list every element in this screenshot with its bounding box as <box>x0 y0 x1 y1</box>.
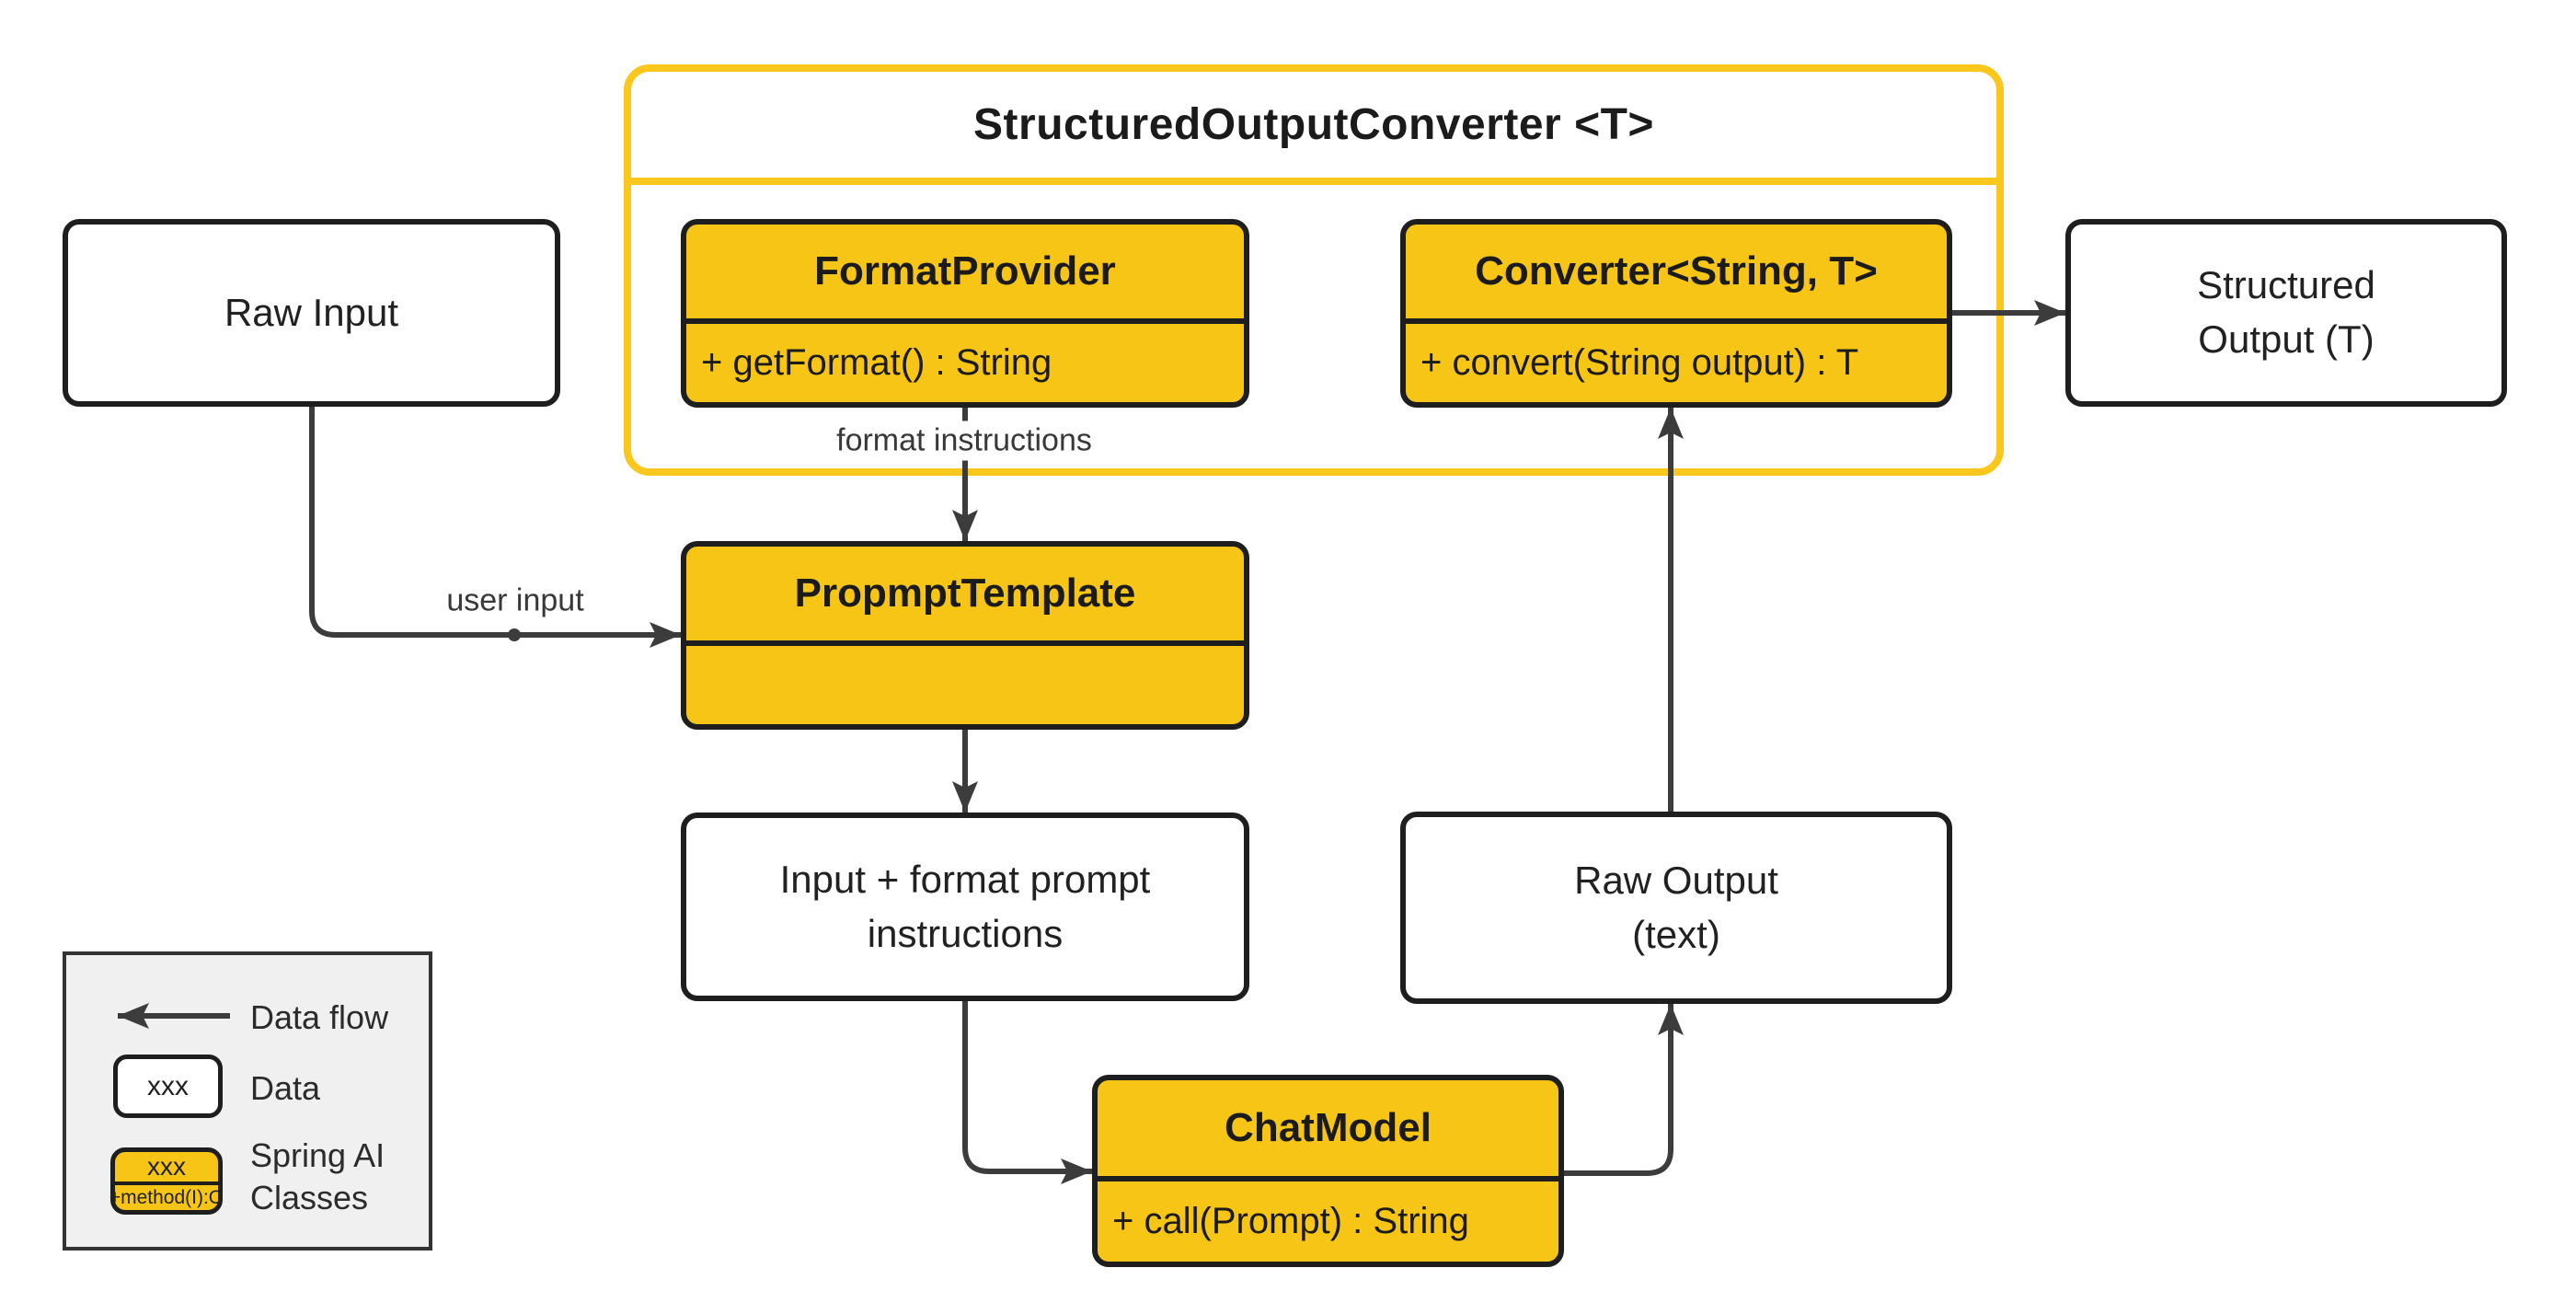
raw-input-label: Raw Input <box>224 290 399 334</box>
legend-data-box-text: xxx <box>147 1070 189 1101</box>
node-raw-input: Raw Input <box>63 219 560 407</box>
converter-title: Converter<String, T> <box>1475 248 1878 294</box>
format-provider-title: FormatProvider <box>814 248 1116 294</box>
edge-chatmodel-to-rawoutput <box>1564 1004 1684 1176</box>
node-chat-model: ChatModel + call(Prompt) : String <box>1092 1075 1564 1267</box>
node-input-format-prompt: Input + format prompt instructions <box>681 813 1249 1001</box>
edge-label-format-instructions: format instructions <box>823 421 1105 461</box>
format-provider-method: + getFormat() : String <box>686 318 1244 402</box>
converter-method: + convert(String output) : T <box>1406 318 1947 402</box>
raw-output-label: Raw Output (text) <box>1574 858 1778 956</box>
legend-data-box: xxx <box>113 1055 223 1118</box>
legend-spring-class-box: xxx +method(I):O <box>109 1147 224 1215</box>
structured-output-converter-title: StructuredOutputConverter <T> <box>631 72 1996 185</box>
chat-model-title: ChatModel <box>1225 1105 1432 1150</box>
data-flow-arrow-icon <box>118 1003 230 1029</box>
structured-output-label: Structured Output (T) <box>2197 263 2375 361</box>
edge-label-user-input: user input <box>446 582 584 618</box>
prompt-template-body <box>686 640 1244 724</box>
edge-junction-dot <box>508 628 521 641</box>
legend-data-label: Data <box>250 1069 321 1107</box>
node-converter: Converter<String, T> + convert(String ou… <box>1400 219 1952 408</box>
edge-inputformat-to-chatmodel <box>962 1001 1092 1184</box>
legend-spring-class-label: Spring AI Classes <box>250 1136 385 1216</box>
legend: Data flow xxx Data xxx +method(I):O Spri… <box>63 951 432 1251</box>
chat-model-method: + call(Prompt) : String <box>1098 1176 1558 1262</box>
node-prompt-template: PropmptTemplate <box>681 541 1249 730</box>
legend-data-flow-label: Data flow <box>250 998 389 1036</box>
node-format-provider: FormatProvider + getFormat() : String <box>681 219 1249 408</box>
node-structured-output: Structured Output (T) <box>2065 219 2507 407</box>
legend-spring-class-box-method: +method(I):O <box>109 1181 224 1210</box>
legend-spring-class-box-text: xxx <box>147 1152 186 1181</box>
node-raw-output: Raw Output (text) <box>1400 812 1952 1004</box>
input-format-prompt-label: Input + format prompt instructions <box>779 857 1151 955</box>
prompt-template-title: PropmptTemplate <box>794 571 1136 616</box>
